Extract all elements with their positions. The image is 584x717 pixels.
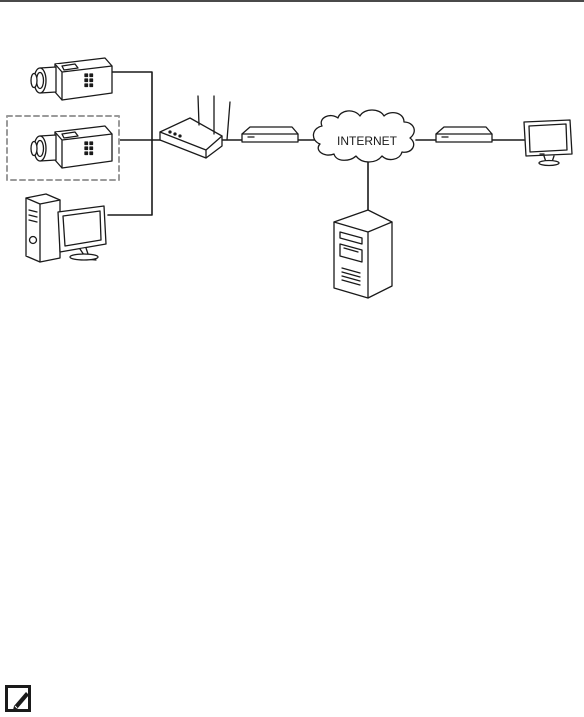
camera-1-icon <box>31 58 112 100</box>
note-pencil-icon <box>4 684 36 714</box>
server-tower-icon <box>334 210 392 298</box>
modem-left-icon <box>242 127 298 142</box>
desktop-pc-icon <box>26 194 106 262</box>
internet-label: INTERNET <box>337 134 398 148</box>
wireless-router-icon <box>160 96 230 158</box>
camera-2-icon <box>31 126 112 168</box>
modem-right-icon <box>436 127 492 142</box>
remote-monitor-icon <box>524 120 572 166</box>
